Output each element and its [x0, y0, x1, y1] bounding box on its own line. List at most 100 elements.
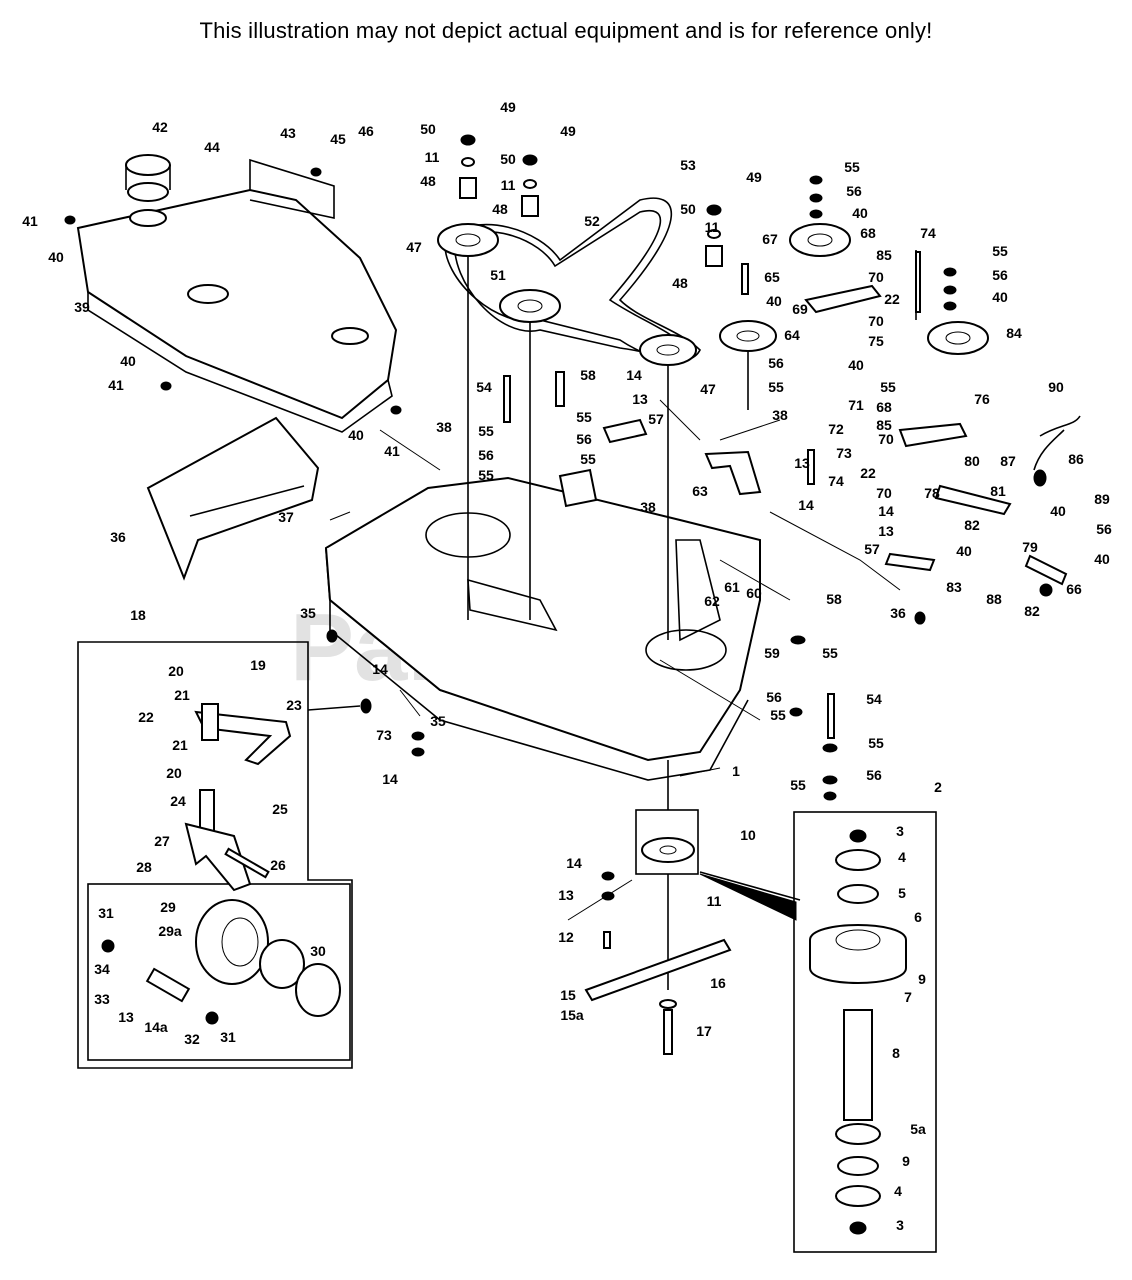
callout-20: 20 — [166, 765, 182, 781]
callout-55: 55 — [580, 451, 596, 467]
callout-6: 6 — [914, 909, 922, 925]
leader-lines — [329, 399, 901, 921]
callout-68: 68 — [860, 225, 876, 241]
callout-3: 3 — [896, 823, 904, 839]
callout-13: 13 — [632, 391, 648, 407]
callout-44: 44 — [204, 139, 220, 155]
callout-24: 24 — [170, 793, 186, 809]
callout-41: 41 — [108, 377, 124, 393]
callout-64: 64 — [784, 327, 800, 343]
center-spindle-assembly — [584, 760, 801, 1055]
callout-36: 36 — [890, 605, 906, 621]
callout-85: 85 — [876, 417, 892, 433]
callout-40: 40 — [348, 427, 364, 443]
callout-14: 14 — [372, 661, 388, 677]
callout-43: 43 — [280, 125, 296, 141]
callout-23: 23 — [286, 697, 302, 713]
callout-55: 55 — [478, 423, 494, 439]
callout-11: 11 — [425, 149, 440, 165]
callout-52: 52 — [584, 213, 600, 229]
callout-11: 11 — [501, 177, 516, 193]
belt-cover — [76, 154, 398, 433]
callout-74: 74 — [828, 473, 844, 489]
callout-40: 40 — [992, 289, 1008, 305]
callout-63: 63 — [692, 483, 708, 499]
callout-40: 40 — [120, 353, 136, 369]
callout-75: 75 — [868, 333, 884, 349]
callout-68: 68 — [876, 399, 892, 415]
callout-70: 70 — [876, 485, 892, 501]
callout-56: 56 — [866, 767, 882, 783]
callout-17: 17 — [696, 1023, 712, 1039]
hardware-bolts — [64, 167, 1053, 949]
callout-3: 3 — [896, 1217, 904, 1233]
callout-29a: 29a — [158, 923, 182, 939]
callout-40: 40 — [848, 357, 864, 373]
callout-57: 57 — [864, 541, 880, 557]
callout-40: 40 — [1094, 551, 1110, 567]
callout-41: 41 — [384, 443, 400, 459]
callout-81: 81 — [990, 483, 1006, 499]
callout-13: 13 — [558, 887, 574, 903]
spindle-detail-box — [793, 811, 937, 1253]
callout-29: 29 — [160, 899, 176, 915]
callout-55: 55 — [992, 243, 1008, 259]
callout-10: 10 — [740, 827, 756, 843]
callout-40: 40 — [48, 249, 64, 265]
callout-25: 25 — [272, 801, 288, 817]
callout-51: 51 — [490, 267, 506, 283]
callout-26: 26 — [270, 857, 286, 873]
callout-56: 56 — [846, 183, 862, 199]
callout-58: 58 — [580, 367, 596, 383]
callout-35: 35 — [300, 605, 316, 621]
callout-53: 53 — [680, 157, 696, 173]
callout-20: 20 — [168, 663, 184, 679]
callout-5: 5 — [898, 885, 906, 901]
callout-40: 40 — [852, 205, 868, 221]
callout-87: 87 — [1000, 453, 1016, 469]
callout-66: 66 — [1066, 581, 1082, 597]
callout-86: 86 — [1068, 451, 1084, 467]
callout-2: 2 — [934, 779, 942, 795]
callout-48: 48 — [672, 275, 688, 291]
callout-18: 18 — [130, 607, 146, 623]
callout-36: 36 — [110, 529, 126, 545]
callout-13: 13 — [118, 1009, 134, 1025]
callout-30: 30 — [310, 943, 326, 959]
callout-55: 55 — [576, 409, 592, 425]
callout-56: 56 — [768, 355, 784, 371]
callout-56: 56 — [766, 689, 782, 705]
callout-45: 45 — [330, 131, 346, 147]
callout-48: 48 — [420, 173, 436, 189]
callout-67: 67 — [762, 231, 778, 247]
callout-16: 16 — [710, 975, 726, 991]
callout-38: 38 — [772, 407, 788, 423]
callout-14: 14 — [798, 497, 814, 513]
callout-4: 4 — [898, 849, 906, 865]
callout-7: 7 — [904, 989, 912, 1005]
callout-56: 56 — [576, 431, 592, 447]
callout-59: 59 — [764, 645, 780, 661]
callout-11: 11 — [707, 893, 722, 909]
callout-82: 82 — [1024, 603, 1040, 619]
idler-arm-brackets — [558, 284, 1081, 586]
callout-50: 50 — [500, 151, 516, 167]
callout-55: 55 — [844, 159, 860, 175]
callout-14: 14 — [878, 503, 894, 519]
callout-1: 1 — [732, 763, 740, 779]
callout-62: 62 — [704, 593, 720, 609]
callout-14: 14 — [626, 367, 642, 383]
callout-76: 76 — [974, 391, 990, 407]
callout-34: 34 — [94, 961, 110, 977]
callout-78: 78 — [924, 485, 940, 501]
callout-50: 50 — [420, 121, 436, 137]
callout-55: 55 — [768, 379, 784, 395]
callout-80: 80 — [964, 453, 980, 469]
callout-22: 22 — [860, 465, 876, 481]
callout-38: 38 — [436, 419, 452, 435]
callout-70: 70 — [868, 269, 884, 285]
callout-56: 56 — [992, 267, 1008, 283]
callout-40: 40 — [766, 293, 782, 309]
callout-14: 14 — [566, 855, 582, 871]
